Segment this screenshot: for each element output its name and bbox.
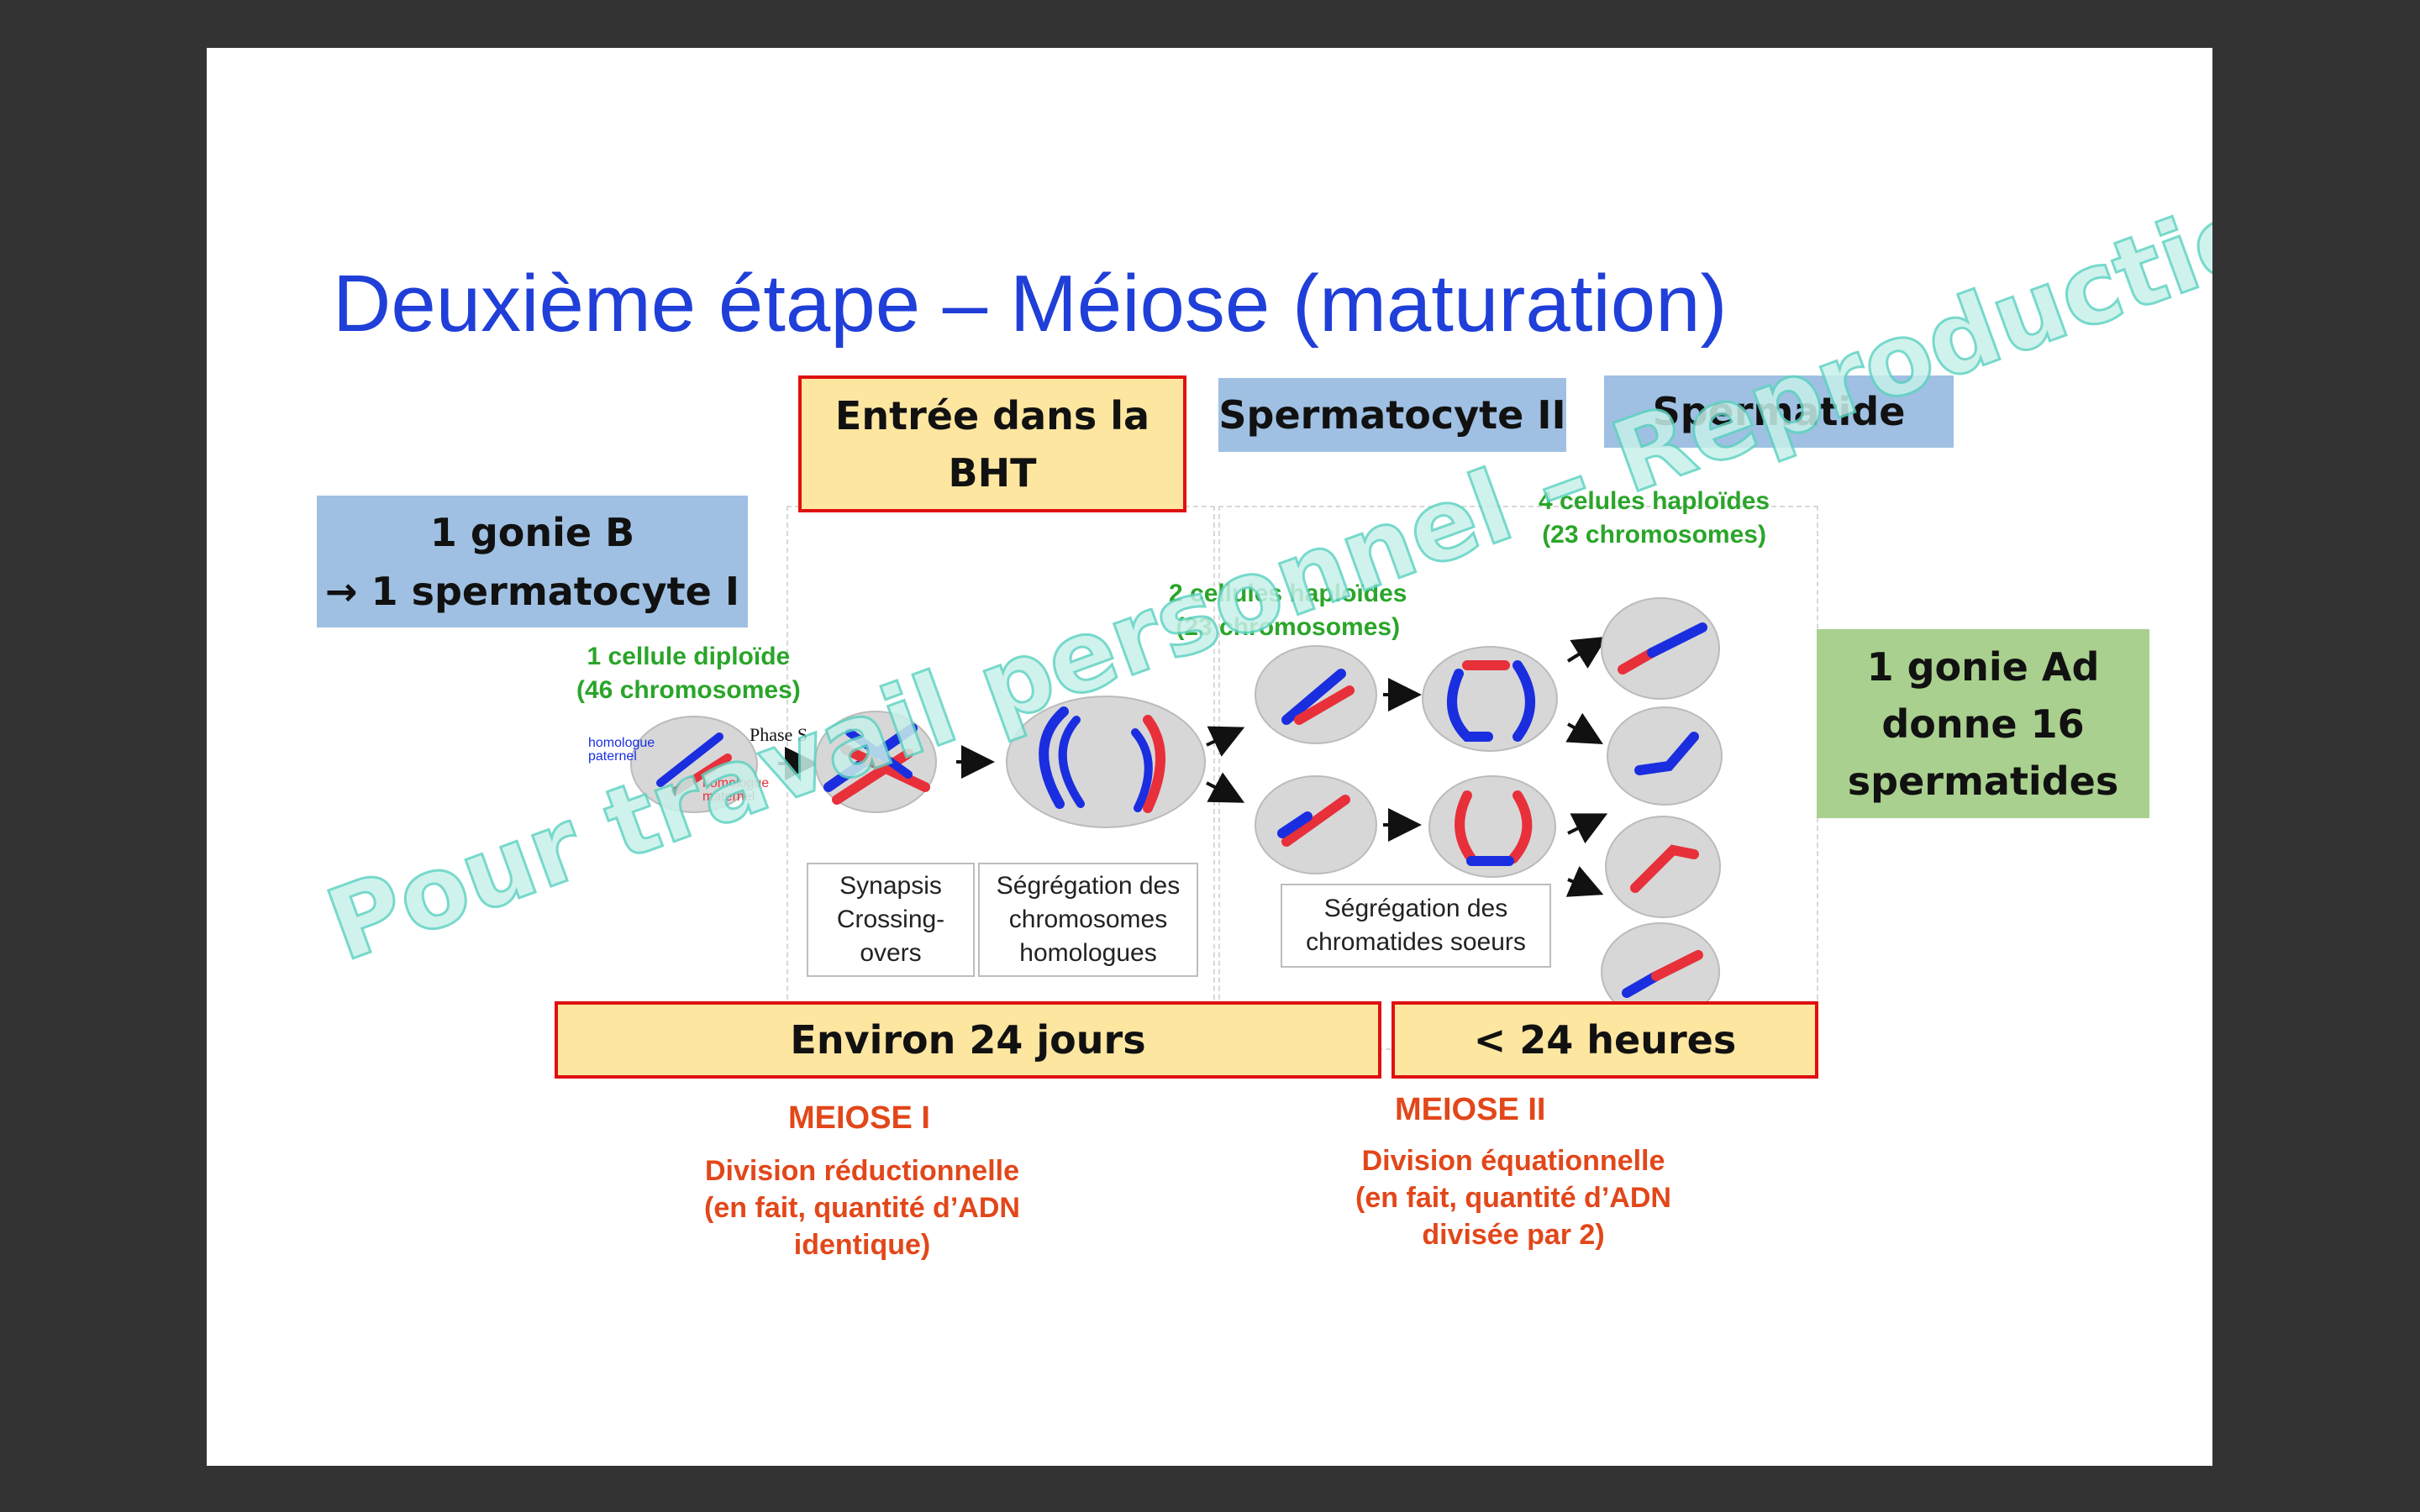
meiose-i-title: MEIOSE I (788, 1100, 930, 1136)
arrow-to-spermatocyte-ii-top (1206, 726, 1245, 757)
caption-synapsis: Synapsis Crossing-overs (807, 863, 975, 977)
meiose-ii-desc-line3: divisée par 2) (1422, 1219, 1605, 1251)
spermatocyte-i-text: → 1 spermatocyte I (325, 568, 739, 614)
spermatid-3 (1605, 816, 1721, 918)
gonie-ad-box: 1 gonie Ad donne 16 spermatides (1817, 629, 2149, 818)
arrow-spermatid-3 (1567, 813, 1608, 844)
caption-segregation-homologues: Ségrégation des chromosomes homologues (978, 863, 1198, 977)
slide-title: Deuxième étape – Méiose (maturation) (333, 259, 1728, 349)
arrow-spermatid-4 (1565, 866, 1604, 897)
meiose-i-desc-line1: Division réductionnelle (704, 1155, 1020, 1187)
meiose-i-desc-line2: (en fait, quantité d’ADN (704, 1192, 1020, 1224)
phase-s-label: Phase S (750, 724, 808, 745)
anaphase-i-cell (1006, 696, 1206, 828)
meiose-ii-duration-box: < 24 heures (1392, 1001, 1818, 1079)
haploid-4-label: 4 celules haploïdes (23 chromosomes) (1539, 485, 1770, 552)
meiose-ii-description: Division équationnelle (en fait, quantit… (1341, 1142, 1686, 1253)
spermatocyte-ii-box: Spermatocyte II (1218, 378, 1566, 452)
spermatocyte-ii-cell-top (1255, 645, 1377, 744)
anaphase-ii-cell-bottom (1428, 775, 1556, 878)
spermatid-2 (1607, 706, 1723, 806)
homologue-paternel-label: homologue paternel (588, 736, 655, 764)
entree-bht-box: Entrée dans la BHT (798, 375, 1186, 512)
haploid-2-label-line2: (23 chromosomes) (1176, 613, 1401, 641)
arrow-spermatid-2 (1565, 712, 1603, 744)
anaphase-ii-cell-top (1422, 646, 1558, 752)
meiose-i-description: Division réductionnelle (en fait, quanti… (694, 1152, 1030, 1263)
gonie-b-text: 1 gonie B (429, 509, 635, 555)
arrow-to-spermatocyte-ii-bottom (1206, 772, 1245, 803)
haploid-2-label: 2 cellules haploïdes (23 chromosomes) (1169, 577, 1407, 644)
spermatid-1 (1601, 597, 1720, 700)
haploid-2-label-line1: 2 cellules haploïdes (1169, 580, 1407, 607)
arrow-spermatid-1 (1566, 636, 1607, 669)
diploid-label-line2: (46 chromosomes) (576, 676, 801, 704)
diploid-label-line1: 1 cellule diploïde (587, 643, 791, 670)
diploid-label: 1 cellule diploïde (46 chromosomes) (576, 640, 801, 707)
meiose-i-desc-line3: identique) (793, 1229, 931, 1261)
meiose-ii-desc-line1: Division équationnelle (1361, 1145, 1665, 1177)
homologue-maternel-label: homologue maternel (702, 776, 770, 804)
replicated-cell (814, 711, 937, 813)
meiose-ii-desc-line2: (en fait, quantité d’ADN (1355, 1182, 1671, 1214)
haploid-4-label-line1: 4 celules haploïdes (1539, 487, 1770, 515)
spermatocyte-ii-cell-bottom (1255, 775, 1377, 874)
caption-segregation-chromatides: Ségrégation des chromatides soeurs (1281, 884, 1551, 968)
meiosis-diagram (630, 597, 1723, 1021)
slide: Deuxième étape – Méiose (maturation) (207, 48, 2212, 1466)
spermatide-box: Spermatide (1604, 375, 1954, 448)
gonie-b-box: 1 gonie B → 1 spermatocyte I (317, 496, 748, 627)
meiose-i-duration-box: Environ 24 jours (555, 1001, 1381, 1079)
meiose-ii-title: MEIOSE II (1395, 1092, 1546, 1127)
diploid-cell (630, 716, 758, 813)
haploid-4-label-line2: (23 chromosomes) (1542, 521, 1766, 549)
